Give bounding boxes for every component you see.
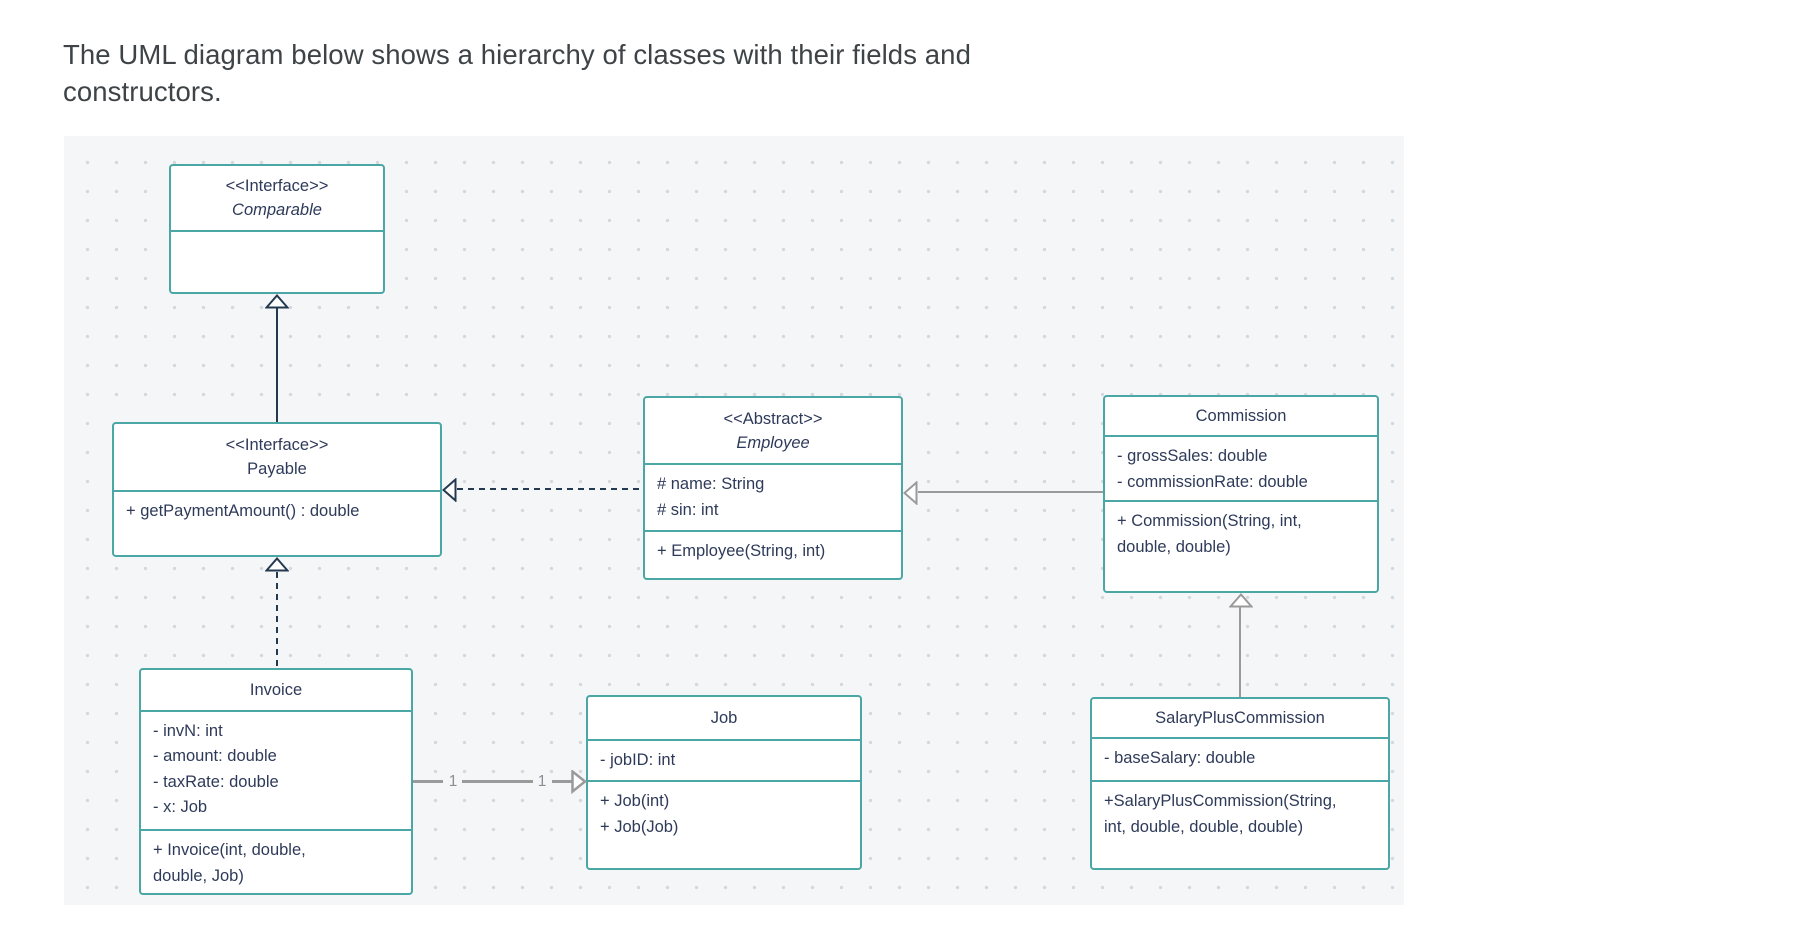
class-box-payable: <<Interface>> Payable + getPaymentAmount… xyxy=(112,422,442,557)
class-methods: + Employee(String, int) xyxy=(645,530,901,578)
class-methods: + Job(int) + Job(Job) xyxy=(588,780,860,868)
generalization-arrowhead-icon xyxy=(903,481,918,505)
class-fields: - invN: int - amount: double - taxRate: … xyxy=(141,709,411,829)
association-invoice-job xyxy=(552,780,573,783)
class-box-commission: Commission - grossSales: double - commis… xyxy=(1103,395,1379,593)
field-line: # sin: int xyxy=(657,500,719,519)
class-header: Commission xyxy=(1105,397,1377,435)
class-methods: + Commission(String, int, double, double… xyxy=(1105,500,1377,591)
class-stereotype: <<Abstract>> xyxy=(723,409,823,428)
field-line: - baseSalary: double xyxy=(1104,749,1256,767)
class-header: <<Interface>> Comparable xyxy=(171,166,383,230)
class-methods: + getPaymentAmount() : double xyxy=(114,490,440,555)
association-invoice-job xyxy=(462,780,533,783)
method-line: + Commission(String, int, double, double… xyxy=(1117,512,1302,556)
class-name: SalaryPlusCommission xyxy=(1155,709,1325,727)
class-fields: # name: String # sin: int xyxy=(645,463,901,530)
class-box-salary-plus-commission: SalaryPlusCommission - baseSalary: doubl… xyxy=(1090,697,1390,870)
class-methods: +SalaryPlusCommission(String, int, doubl… xyxy=(1092,780,1388,868)
class-header: <<Abstract>> Employee xyxy=(645,398,901,463)
realization-arrowhead-icon xyxy=(442,478,457,502)
field-line: - x: Job xyxy=(153,798,208,817)
class-fields: - jobID: int xyxy=(588,739,860,780)
class-name: Job xyxy=(710,709,738,727)
class-methods: + Invoice(int, double, double, Job) xyxy=(141,829,411,893)
page-title: The UML diagram below shows a hierarchy … xyxy=(63,39,971,107)
field-line: # name: String xyxy=(657,475,765,493)
method-line: + Job(Job) xyxy=(600,817,679,836)
class-stereotype: <<Interface>> xyxy=(225,436,329,454)
generalization-payable-comparable xyxy=(276,308,278,422)
class-header: Job xyxy=(588,697,860,739)
multiplicity-label-source: 1 xyxy=(444,773,462,791)
association-invoice-job xyxy=(413,780,443,783)
class-box-comparable: <<Interface>> Comparable xyxy=(169,164,385,294)
field-line: - invN: int xyxy=(153,721,223,740)
multiplicity-label-target: 1 xyxy=(533,773,551,791)
realization-invoice-payable xyxy=(276,572,278,668)
generalization-commission-employee xyxy=(918,491,1103,493)
class-box-invoice: Invoice - invN: int - amount: double - t… xyxy=(139,668,413,895)
class-name: Employee xyxy=(736,433,810,452)
class-empty-compartment xyxy=(171,230,383,292)
field-line: - amount: double xyxy=(153,747,277,766)
class-fields: - grossSales: double - commissionRate: d… xyxy=(1105,435,1377,500)
uml-canvas: <<Interface>> Comparable <<Interface>> P… xyxy=(64,136,1404,905)
generalization-arrowhead-icon xyxy=(265,294,289,309)
method-line: + Employee(String, int) xyxy=(657,542,826,560)
class-name: Commission xyxy=(1195,407,1287,425)
class-header: Invoice xyxy=(141,670,411,710)
class-header: SalaryPlusCommission xyxy=(1092,699,1388,737)
field-line: - commissionRate: double xyxy=(1117,472,1308,491)
realization-arrowhead-icon xyxy=(265,557,289,572)
class-name: Payable xyxy=(247,460,307,478)
method-line: + getPaymentAmount() : double xyxy=(126,502,360,520)
method-line: + Invoice(int, double, double, Job) xyxy=(153,841,306,885)
open-arrowhead-icon xyxy=(571,770,587,794)
method-line: +SalaryPlusCommission(String, int, doubl… xyxy=(1104,792,1337,836)
field-line: - jobID: int xyxy=(600,751,676,769)
class-stereotype: <<Interface>> xyxy=(225,177,329,195)
class-fields: - baseSalary: double xyxy=(1092,737,1388,780)
method-line: + Job(int) xyxy=(600,792,670,810)
class-name: Invoice xyxy=(249,680,303,699)
class-name: Comparable xyxy=(232,201,322,219)
field-line: - grossSales: double xyxy=(1117,447,1268,465)
class-header: <<Interface>> Payable xyxy=(114,424,440,490)
class-box-employee: <<Abstract>> Employee # name: String # s… xyxy=(643,396,903,580)
realization-employee-payable xyxy=(457,488,643,490)
generalization-arrowhead-icon xyxy=(1229,593,1253,608)
class-box-job: Job - jobID: int + Job(int) + Job(Job) xyxy=(586,695,862,870)
generalization-spc-commission xyxy=(1239,607,1241,697)
field-line: - taxRate: double xyxy=(153,772,279,791)
